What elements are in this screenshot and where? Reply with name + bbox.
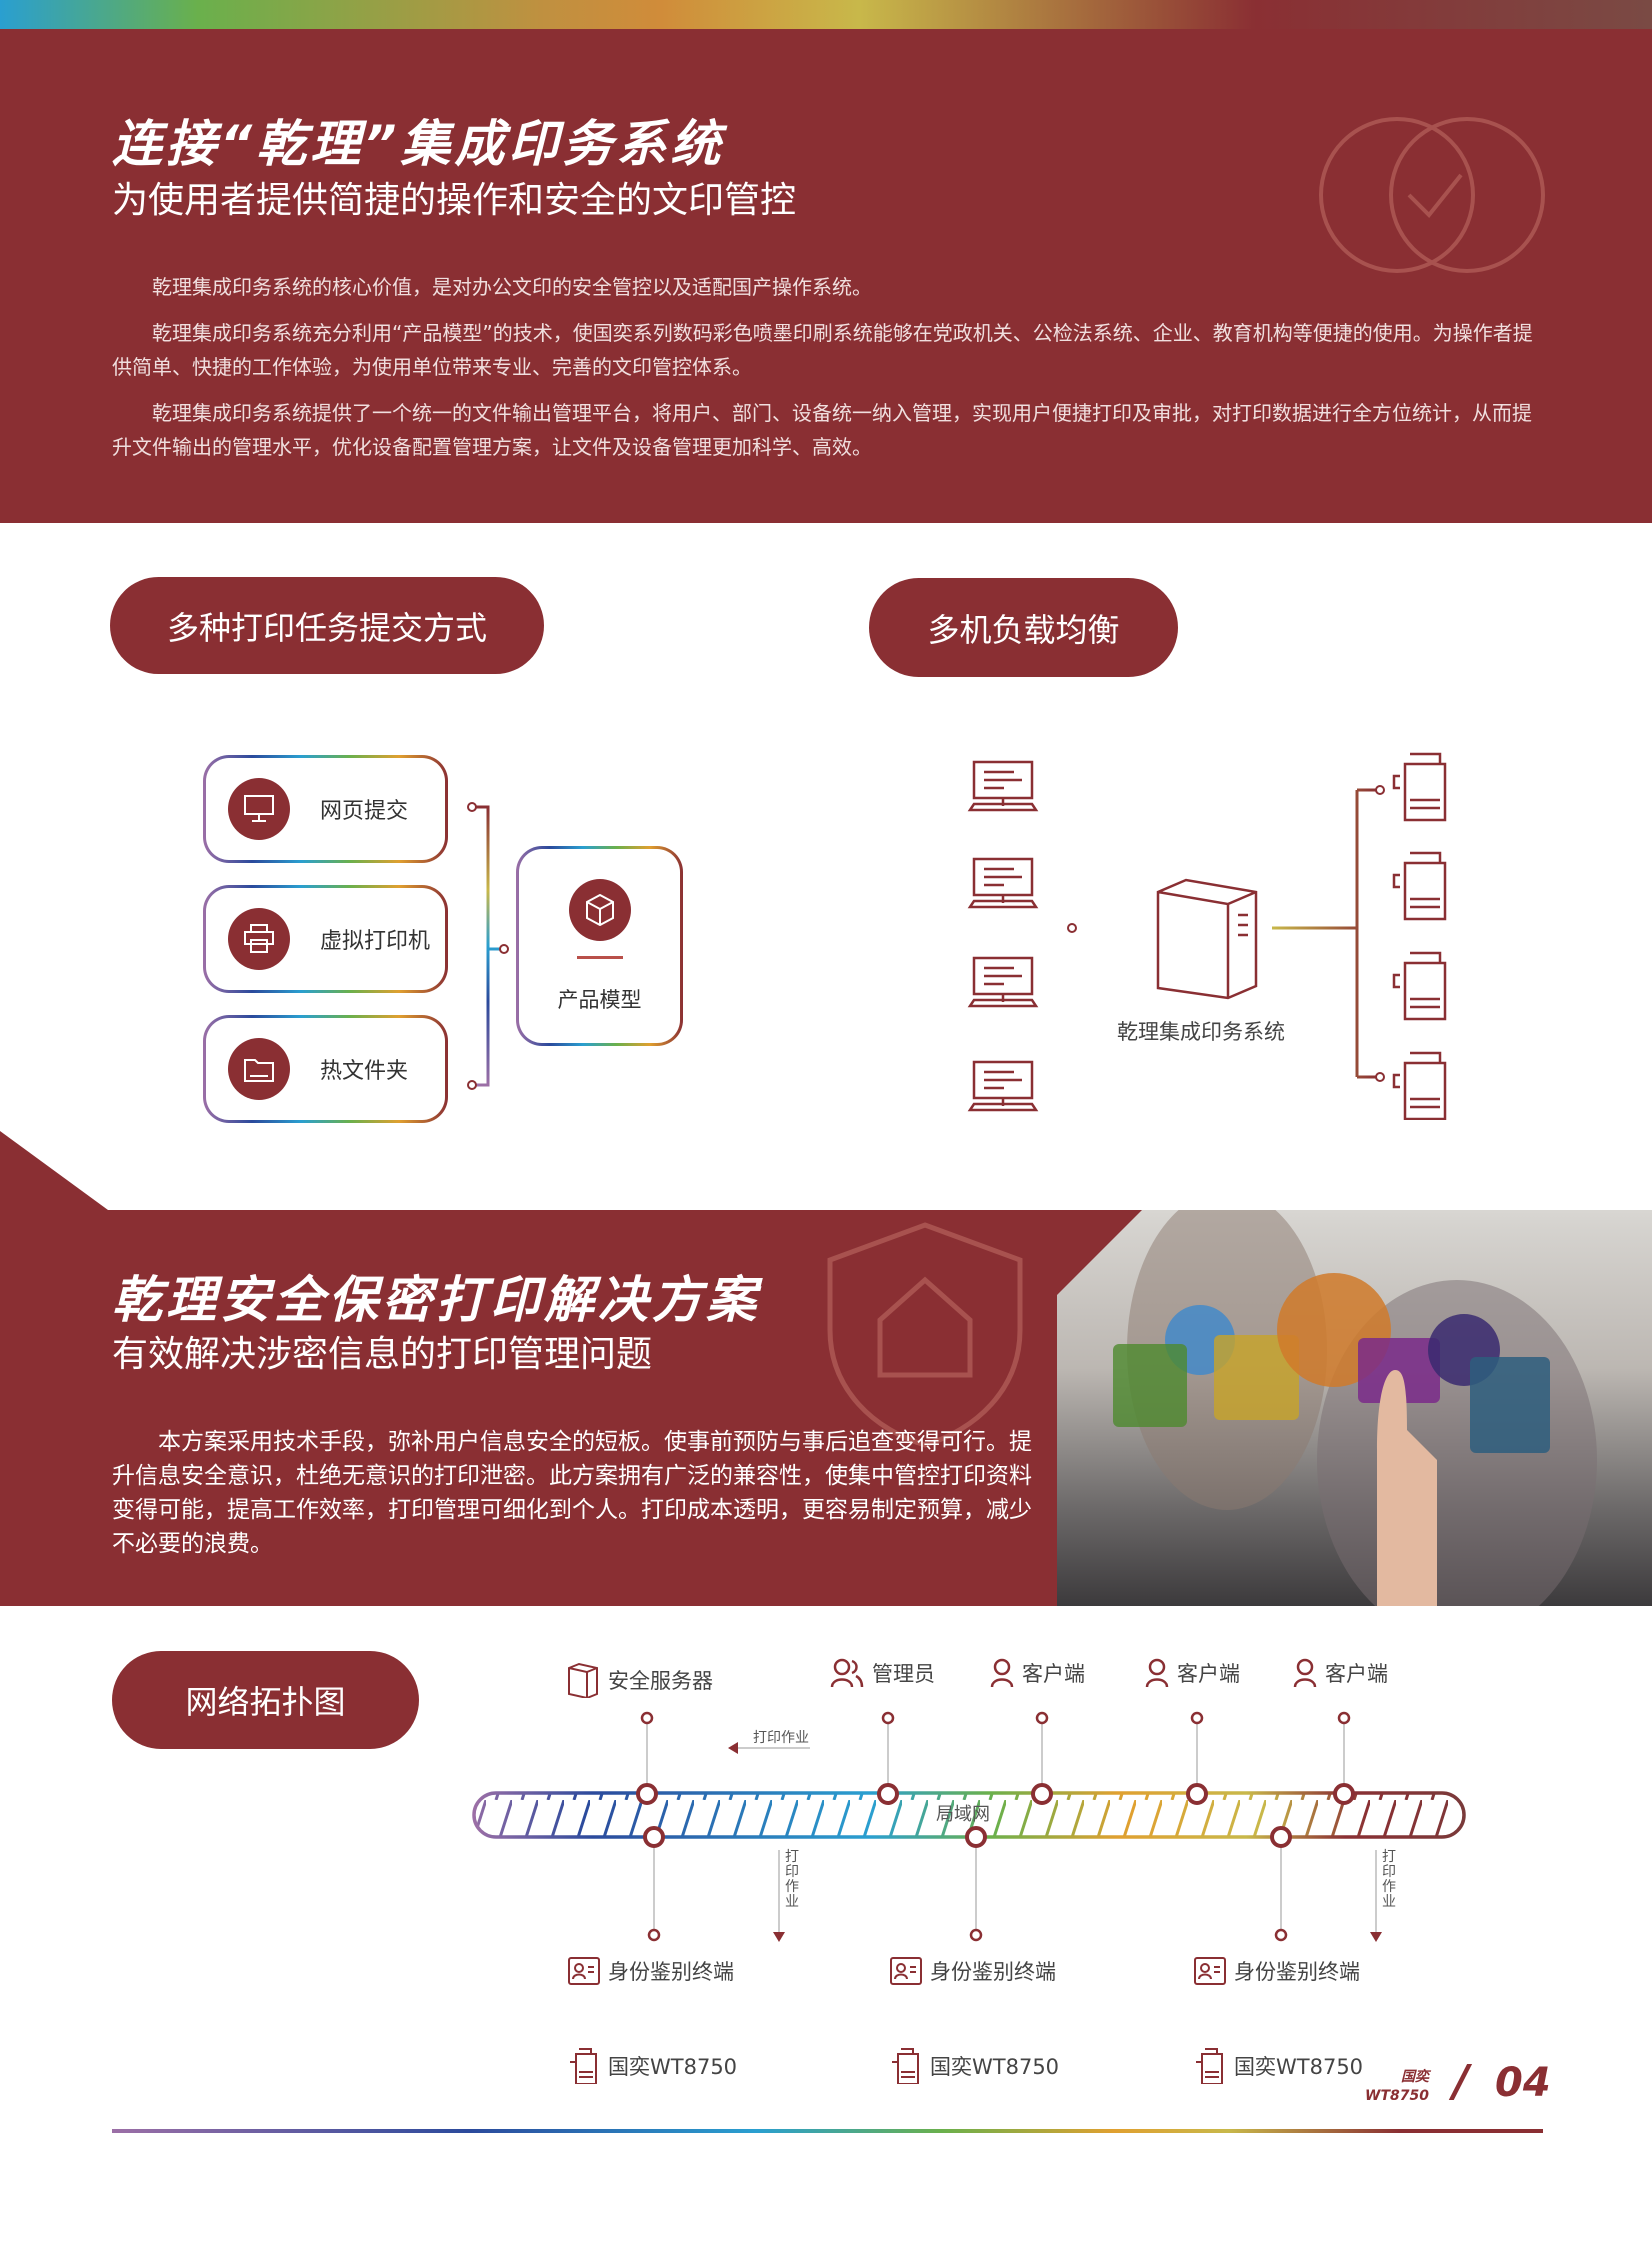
- node-id-terminal: 身份鉴别终端: [1194, 1956, 1360, 1986]
- submit-methods-heading: 多种打印任务提交方式: [110, 577, 544, 674]
- print-job-label: 打印作业: [753, 1730, 809, 1746]
- node-printer: 国奕WT8750: [888, 2048, 1059, 2084]
- user-icon: [990, 1658, 1014, 1688]
- intro-section: 连接“乾理”集成印务系统 为使用者提供简捷的操作和安全的文印管控 乾理集成印务系…: [0, 29, 1652, 523]
- network-topology: [472, 1711, 1466, 1942]
- footer-model: WT8750: [1365, 2088, 1429, 2104]
- id-card-icon: [568, 1957, 600, 1985]
- topology-heading: 网络拓扑图: [112, 1651, 419, 1749]
- printer-icon: [1392, 951, 1447, 1021]
- node-admin: 管理员: [830, 1658, 935, 1688]
- page-number: 04: [1495, 2060, 1551, 2106]
- monitor-icon: [228, 778, 290, 840]
- intro-paragraph: 乾理集成印务系统充分利用“产品模型”的技术，使国奕系列数码彩色喷墨印刷系统能够在…: [112, 321, 1533, 379]
- node-id-terminal: 身份鉴别终端: [568, 1956, 734, 1986]
- user-icon: [1145, 1658, 1169, 1688]
- server-icon: [1156, 878, 1258, 1000]
- id-card-icon: [890, 1957, 922, 1985]
- product-model-box: 产品模型: [516, 846, 683, 1046]
- product-model-label: 产品模型: [557, 988, 642, 1012]
- printer-icon: [228, 908, 290, 970]
- node-client: 客户端: [1145, 1658, 1240, 1688]
- print-job-label: 打印作业: [1382, 1849, 1396, 1910]
- folder-icon: [228, 1038, 290, 1100]
- printer-icon: [892, 2048, 919, 2084]
- secure-subtitle: 有效解决涉密信息的打印管理问题: [112, 1334, 653, 1375]
- secure-paragraph: 本方案采用技术手段，弥补用户信息安全的短板。使事前预防与事后追查变得可行。提升信…: [112, 1429, 1032, 1557]
- lan-label: 局域网: [936, 1804, 990, 1825]
- method-virtual-printer: 虚拟打印机: [203, 885, 448, 993]
- load-balance-diagram: [967, 752, 1447, 1120]
- computer-icon: [967, 956, 1039, 1008]
- node-printer: 国奕WT8750: [1192, 2048, 1363, 2084]
- meeting-photo: [1057, 1210, 1652, 1606]
- secure-title: 乾理安全保密打印解决方案: [112, 1271, 760, 1329]
- printer-icon: [1196, 2048, 1223, 2084]
- node-client: 客户端: [990, 1658, 1085, 1688]
- method-label: 虚拟打印机: [320, 929, 431, 954]
- footer-brand: 国奕 WT8750: [1365, 2068, 1429, 2106]
- server-label: 乾理集成印务系统: [1117, 1020, 1285, 1044]
- method-label: 热文件夹: [320, 1059, 409, 1084]
- id-card-icon: [1194, 1957, 1226, 1985]
- method-web-submit: 网页提交: [203, 755, 448, 863]
- method-hot-folder: 热文件夹: [203, 1015, 448, 1123]
- node-id-terminal: 身份鉴别终端: [890, 1956, 1056, 1986]
- check-rings-icon: [1319, 117, 1545, 273]
- printer-icon: [1392, 851, 1447, 921]
- page-title: 连接“乾理”集成印务系统: [112, 115, 725, 173]
- user-icon: [1293, 1658, 1317, 1688]
- speech-bubbles-image: [1057, 1210, 1597, 1606]
- intro-paragraph: 乾理集成印务系统提供了一个统一的文件输出管理平台，将用户、部门、设备统一纳入管理…: [112, 401, 1532, 459]
- page-slash: /: [1453, 2056, 1470, 2107]
- method-connector: [467, 802, 509, 1090]
- top-gradient-bar: [0, 0, 1652, 29]
- printer-icon: [1392, 752, 1447, 822]
- printer-icon: [570, 2048, 597, 2084]
- printer-icon: [1392, 1051, 1447, 1120]
- method-label: 网页提交: [320, 799, 409, 824]
- print-job-label: 打印作业: [785, 1849, 799, 1910]
- node-secure-server: 安全服务器: [566, 1662, 713, 1698]
- server-icon: [568, 1662, 598, 1698]
- page-subtitle: 为使用者提供简捷的操作和安全的文印管控: [112, 180, 797, 221]
- intro-paragraph: 乾理集成印务系统的核心价值，是对办公文印的安全管控以及适配国产操作系统。: [152, 275, 872, 299]
- corner-triangle: [0, 1131, 108, 1210]
- users-icon: [830, 1658, 864, 1688]
- node-client: 客户端: [1293, 1658, 1388, 1688]
- footer-gradient-line: [112, 2129, 1543, 2133]
- computer-icon: [967, 857, 1039, 909]
- shield-home-icon: [827, 1222, 1023, 1448]
- divider: [577, 956, 623, 959]
- computer-icon: [967, 760, 1039, 812]
- computer-icon: [967, 1060, 1039, 1112]
- secure-section: 乾理安全保密打印解决方案 有效解决涉密信息的打印管理问题 本方案采用技术手段，弥…: [0, 1210, 1057, 1606]
- node-printer: 国奕WT8750: [566, 2048, 737, 2084]
- cube-icon: [569, 879, 631, 941]
- footer-brand-name: 国奕: [1400, 2069, 1429, 2085]
- intro-text: 乾理集成印务系统的核心价值，是对办公文印的安全管控以及适配国产操作系统。 乾理集…: [112, 270, 1543, 464]
- load-balance-heading: 多机负载均衡: [869, 578, 1178, 677]
